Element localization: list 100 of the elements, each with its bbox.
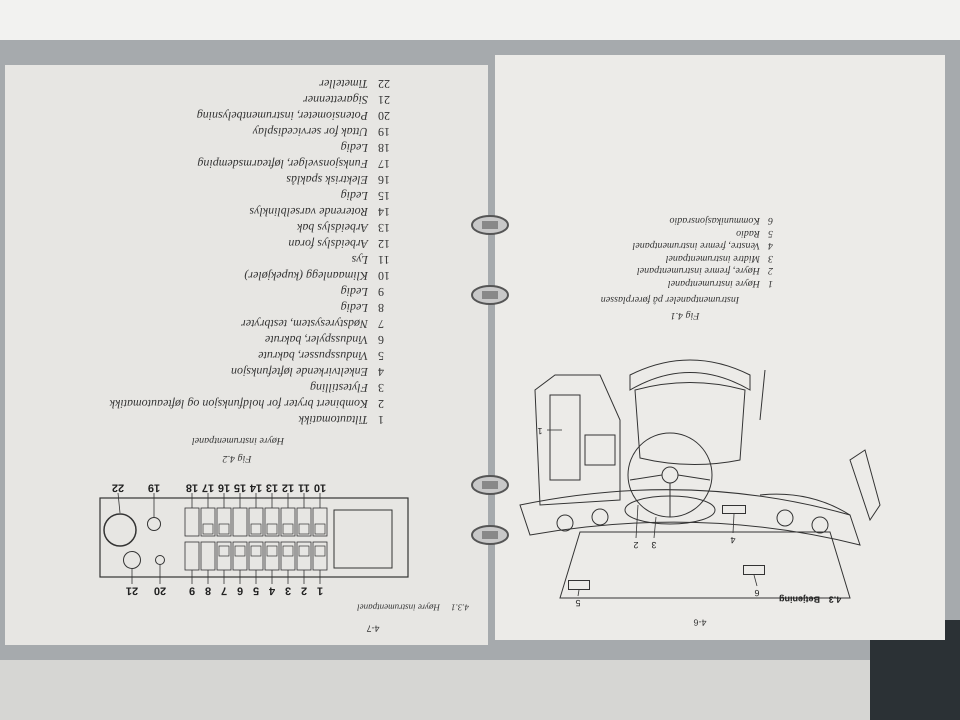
callout-number: 11 <box>298 478 310 496</box>
list-number: 14 <box>378 206 390 218</box>
list-number: 16 <box>378 174 390 186</box>
list-item-text: Kombinert bryter for holdfunksjon og løfteautomatikk <box>110 398 368 410</box>
callout-number: 17 <box>202 478 214 496</box>
callout-number: 18 <box>186 478 198 496</box>
list-number: 9 <box>378 286 384 298</box>
figure-caption: Instrumentpaneler på førerplassen <box>600 294 740 304</box>
callout-number: 7 <box>220 582 228 598</box>
list-number: 22 <box>378 78 390 90</box>
callout-number: 3 <box>652 537 656 551</box>
list-item-text: Arbeidslys foran <box>288 238 368 250</box>
callout-number: 8 <box>204 582 212 598</box>
list-number: 8 <box>378 302 384 314</box>
list-number: 6 <box>378 334 384 346</box>
list-item-text: Uttak for servicedisplay <box>252 126 368 138</box>
list-item-text: Arbeidslys bak <box>297 222 368 234</box>
round-socket <box>123 551 141 569</box>
list-item-text: Ledig <box>340 286 368 298</box>
list-item-text: Enkeltvirkende løftefunksjon <box>231 366 368 378</box>
small-panel <box>743 565 765 575</box>
list-number: 19 <box>378 126 390 138</box>
list-item-text: Ledig <box>340 142 368 154</box>
list-number: 5 <box>768 228 773 238</box>
list-item-text: Radio <box>736 228 760 238</box>
list-number: 4 <box>768 240 773 250</box>
list-item-text: Klimaanlegg (kupekjøler) <box>244 270 368 282</box>
callout-number: 20 <box>154 582 166 598</box>
list-item-text: Sigarettenner <box>303 94 368 106</box>
list-number: 7 <box>378 318 384 330</box>
list-item-text: Lys <box>352 254 368 266</box>
list-number: 10 <box>378 270 390 282</box>
list-item-text: Funksjonsvelger, løftearmsdemping <box>197 158 368 170</box>
callout-number: 13 <box>266 478 278 496</box>
leader-line <box>654 516 656 538</box>
callout-number: 10 <box>314 478 326 496</box>
callout-number: 2 <box>300 582 308 598</box>
page-number: 4-7 <box>366 624 380 632</box>
list-item-text: Vindusspusser, bakrute <box>258 350 368 362</box>
list-item-text: Roterende varselblinklys <box>249 206 368 218</box>
figure-number: Fig 4.1 <box>670 310 700 320</box>
round-socket <box>155 555 165 565</box>
list-item-text: Flytestilling <box>310 382 368 394</box>
list-number: 1 <box>768 278 773 288</box>
list-item-text: Timeteller <box>319 78 368 90</box>
round-socket <box>147 517 161 531</box>
list-item-text: Ledig <box>340 190 368 202</box>
list-item-text: Tiltautomatikk <box>298 414 368 426</box>
callout-number: 15 <box>234 478 246 496</box>
page-number: 4-6 <box>694 618 706 626</box>
callout-number: 19 <box>148 478 160 496</box>
figure-caption: Høyre instrumentpanel <box>192 435 284 445</box>
callout-number: 14 <box>250 478 262 496</box>
callout-number: 22 <box>112 478 124 496</box>
list-item-text: Potensiometer, instrumentbelysning <box>196 110 368 122</box>
list-number: 1 <box>378 414 384 426</box>
leader-line <box>732 514 734 534</box>
list-item-text: Ledig <box>340 302 368 314</box>
section-heading: Betjening <box>778 594 820 604</box>
page-header: 4.3.1 <box>451 602 469 612</box>
list-number: 2 <box>378 398 384 410</box>
list-number: 11 <box>378 254 390 266</box>
list-number: 17 <box>378 158 390 170</box>
callout-number: 1 <box>316 582 324 598</box>
callout-number: 9 <box>188 582 196 598</box>
callout-number: 5 <box>576 595 580 609</box>
list-number: 12 <box>378 238 390 250</box>
callout-number: 2 <box>634 537 638 551</box>
list-number: 2 <box>768 265 773 276</box>
callout-number: 12 <box>282 478 294 496</box>
list-item-text: Elektrisk spaklås <box>286 174 368 186</box>
callout-number: 5 <box>252 582 260 598</box>
callout-number: 3 <box>284 582 292 598</box>
callout-number: 21 <box>126 582 138 598</box>
list-item-text: Venstre, fremre instrumentpanel <box>632 240 760 250</box>
callout-number: 16 <box>218 478 230 496</box>
list-number: 15 <box>378 190 390 202</box>
list-item-text: Høyre instrumentpanel <box>668 278 760 288</box>
callout-number: 6 <box>236 582 244 598</box>
section-heading: 4.3 <box>828 594 842 604</box>
list-number: 13 <box>378 222 390 234</box>
list-number: 20 <box>378 110 390 122</box>
list-number: 21 <box>378 94 390 106</box>
list-number: 6 <box>768 215 773 225</box>
list-number: 4 <box>378 366 384 378</box>
callout-number: 4 <box>268 582 276 598</box>
list-item-text: Høyre, fremre instrumentpanel <box>636 265 760 276</box>
list-item-text: Kommunikasjonsradio <box>669 215 760 225</box>
list-number: 5 <box>378 350 384 362</box>
leader-line <box>578 590 580 596</box>
small-panel <box>722 505 746 514</box>
leader-line <box>636 504 638 538</box>
list-number: 3 <box>378 382 384 394</box>
list-item-text: Vindusspyler, bakrute <box>264 334 368 346</box>
figure-number: Fig 4.2 <box>222 453 252 463</box>
leader-line <box>118 492 120 514</box>
callout-number: 6 <box>754 585 760 599</box>
small-panel <box>568 580 590 590</box>
page-header: Høyre instrumentpanel <box>357 602 440 612</box>
list-item-text: Midtre instrumentpanel <box>666 252 760 263</box>
